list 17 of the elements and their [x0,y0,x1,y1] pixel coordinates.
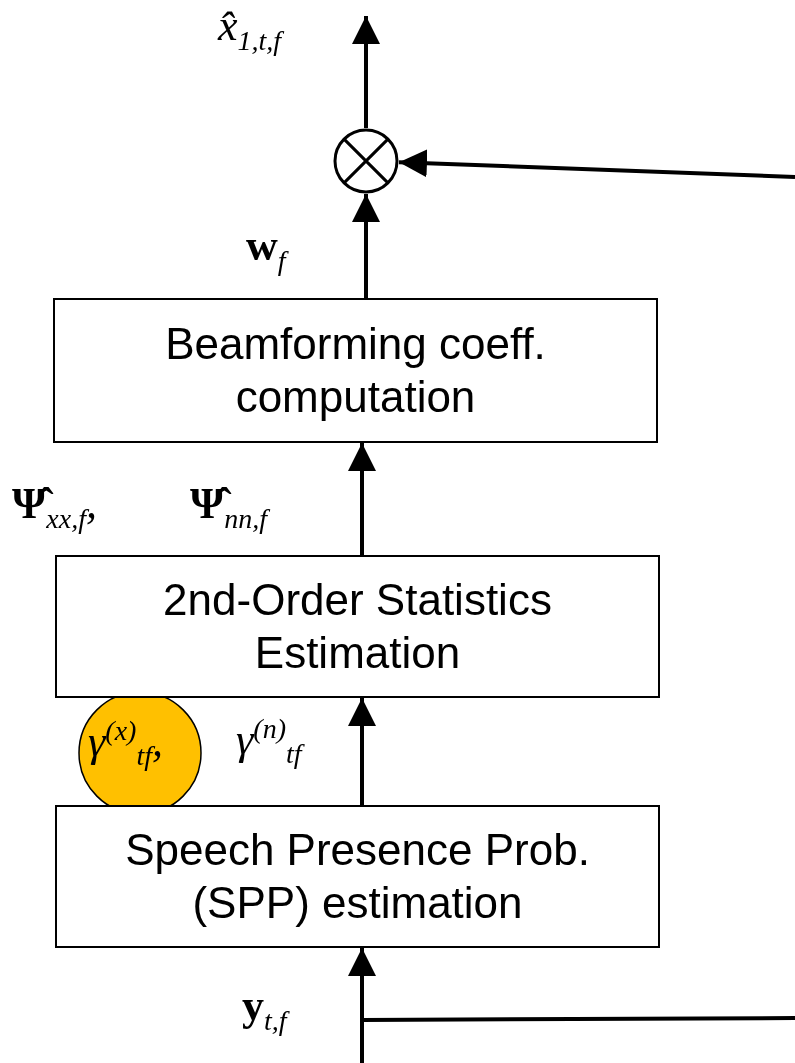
arrow [348,698,376,805]
arrow [348,948,376,1063]
math-label: γ$^{(x)}$$_{tf}$, [88,716,163,773]
arrow [348,443,376,555]
math-label: Ψ̂$_{xx,f}$, [12,480,97,535]
process-box [55,555,660,698]
math-label: Ψ̂$_{nn,f}$ [190,480,268,535]
box-label: Beamforming coeff. computation [164,317,547,423]
box-label: 2nd-Order Statistics Estimation [162,573,553,679]
process-box [53,298,658,443]
multiplier-circle [333,128,399,194]
arrow [352,194,380,298]
arrow [398,149,795,179]
process-box [55,805,660,948]
box-label: Speech Presence Prob. (SPP) estimation [124,823,591,929]
math-label: x̂$_{1,t,f}$ [218,2,282,57]
arrow [352,16,380,128]
